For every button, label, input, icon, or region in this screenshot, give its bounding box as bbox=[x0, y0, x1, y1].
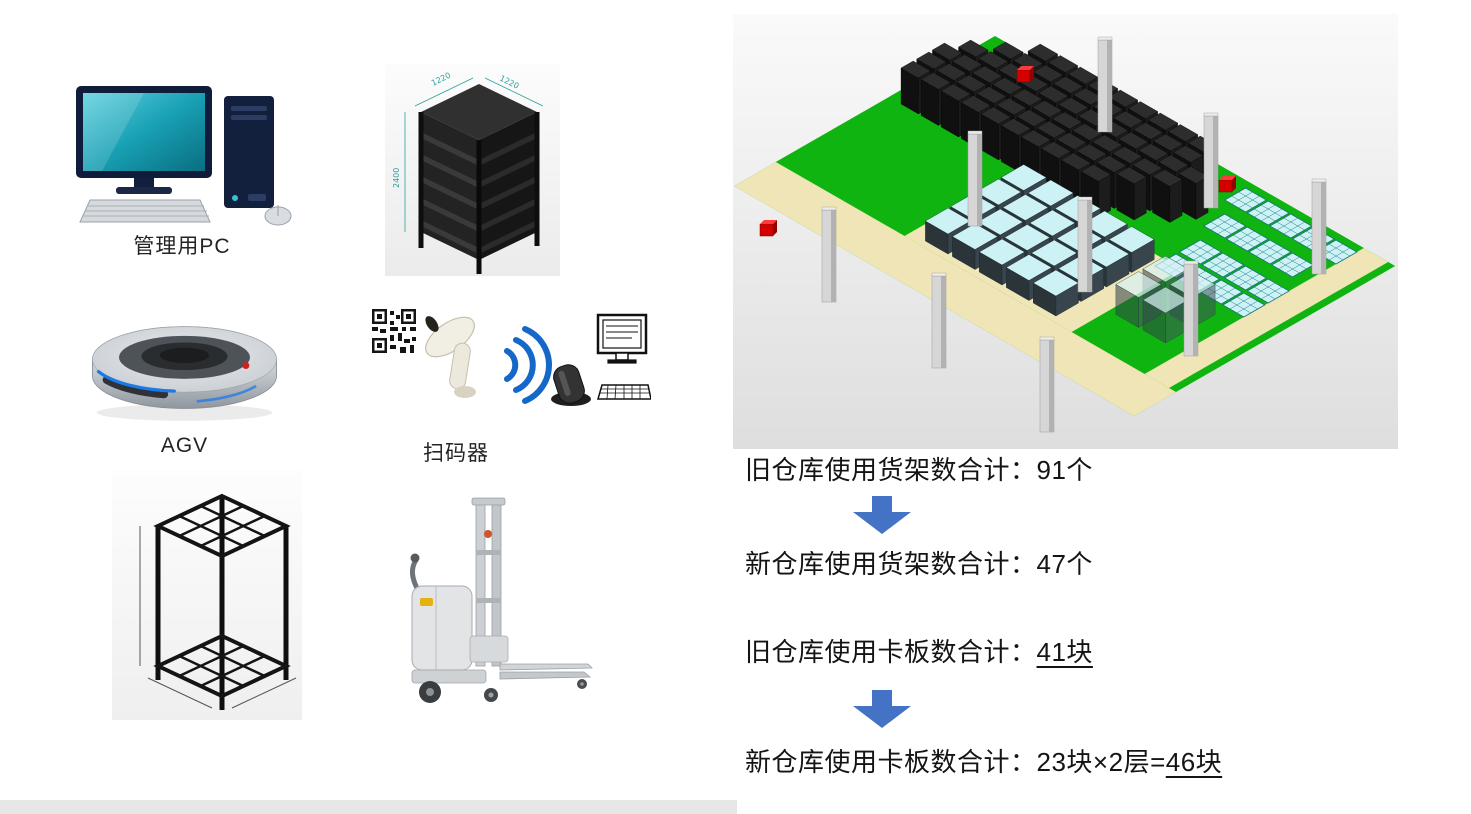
pc-label: 管理用PC bbox=[133, 235, 231, 258]
scanner-label: 扫码器 bbox=[423, 442, 489, 465]
new-pallet-prefix: 新仓库使用卡板数合计：23块×2层= bbox=[745, 747, 1166, 777]
down-arrow-icon bbox=[853, 690, 911, 728]
rack-bottom-grid bbox=[153, 633, 291, 699]
qr-code-icon bbox=[372, 309, 416, 353]
rack-dimension-lines bbox=[139, 526, 297, 709]
shelf-dim-height-label: 2400 bbox=[392, 168, 401, 188]
down-arrow-icon bbox=[853, 496, 911, 534]
pallet-grids-cyan bbox=[1154, 187, 1358, 318]
shelf-figure: 1220 1220 2400 bbox=[385, 64, 560, 276]
agv-illustration bbox=[92, 326, 277, 421]
stacker-mast bbox=[471, 497, 506, 667]
pallet-rack-illustration bbox=[112, 470, 302, 720]
stacker-base-wheels bbox=[411, 669, 587, 703]
warehouse-3d-illustration bbox=[733, 14, 1398, 449]
management-pc-figure bbox=[62, 82, 302, 232]
mouse-icon bbox=[264, 205, 292, 226]
agv-blue-light bbox=[96, 370, 176, 393]
desktop-pc-illustration bbox=[76, 86, 292, 226]
stacker-forks bbox=[469, 635, 593, 680]
desktop-computer-icon bbox=[596, 313, 651, 400]
old-pallet-prefix: 旧仓库使用卡板数合计： bbox=[745, 637, 1037, 667]
warehouse-figure bbox=[733, 14, 1398, 449]
summary-block: 旧仓库使用货架数合计：91个 新仓库使用货架数合计：47个 旧仓库使用卡板数合计… bbox=[745, 440, 1471, 814]
new-shelf-total-text: 新仓库使用货架数合计：47个 bbox=[745, 549, 1093, 579]
shelf-body bbox=[418, 84, 540, 274]
stacker-figure bbox=[396, 494, 596, 714]
old-pallet-underlined-value: 41块 bbox=[1036, 637, 1093, 667]
keyboard-icon bbox=[79, 199, 211, 223]
pc-tower-icon bbox=[224, 96, 274, 208]
agv-label: AGV bbox=[160, 434, 209, 457]
wifi-waves-icon bbox=[504, 326, 552, 404]
agv-figure bbox=[82, 298, 287, 431]
shelf-illustration: 1220 1220 2400 bbox=[385, 64, 560, 276]
red-markers bbox=[759, 66, 1236, 237]
support-pillars bbox=[821, 36, 1327, 433]
new-pallet-total-text: 新仓库使用卡板数合计：23块×2层=46块 bbox=[745, 742, 1222, 779]
old-shelf-total-text: 旧仓库使用货架数合计：91个 bbox=[745, 455, 1093, 485]
agv-status-led bbox=[242, 362, 250, 370]
pallet-rack-figure bbox=[112, 470, 302, 720]
stacker-body bbox=[410, 553, 473, 671]
old-pallet-total-text: 旧仓库使用卡板数合计：41块 bbox=[745, 632, 1093, 669]
rack-top-grid bbox=[153, 493, 291, 559]
monitor-icon bbox=[76, 86, 212, 194]
stacker-illustration bbox=[410, 497, 593, 703]
shelf-dimension-lines bbox=[404, 77, 544, 232]
scanner-figure bbox=[366, 293, 651, 438]
rack-posts bbox=[155, 496, 289, 710]
scanner-illustration bbox=[372, 309, 651, 406]
barcode-scanner-icon bbox=[425, 316, 476, 398]
bottom-edge-strip bbox=[0, 800, 737, 814]
scanner-dock-icon bbox=[551, 364, 591, 406]
new-pallet-underlined-value: 46块 bbox=[1165, 747, 1223, 777]
